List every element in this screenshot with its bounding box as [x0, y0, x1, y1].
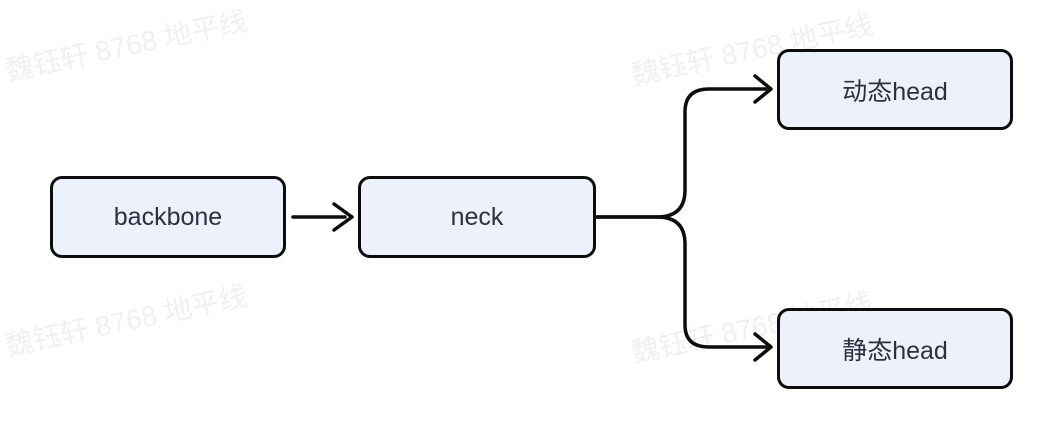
node-static-head-label: 静态head	[842, 336, 948, 365]
arrowhead-neck-to-static-head-icon	[753, 332, 773, 362]
node-neck: neck	[358, 176, 596, 258]
node-backbone: backbone	[50, 176, 286, 258]
edge-neck-to-static-head	[595, 215, 768, 349]
node-dynamic-head-label: 动态head	[842, 77, 948, 106]
node-dynamic-head: 动态head	[777, 49, 1013, 130]
arrowhead-backbone-to-neck-icon	[332, 202, 354, 232]
node-neck-label: neck	[450, 202, 504, 231]
edge-neck-to-dynamic-head	[595, 87, 768, 219]
node-backbone-label: backbone	[113, 202, 223, 231]
arrowhead-neck-to-dynamic-head-icon	[753, 74, 773, 104]
node-static-head: 静态head	[777, 308, 1013, 389]
